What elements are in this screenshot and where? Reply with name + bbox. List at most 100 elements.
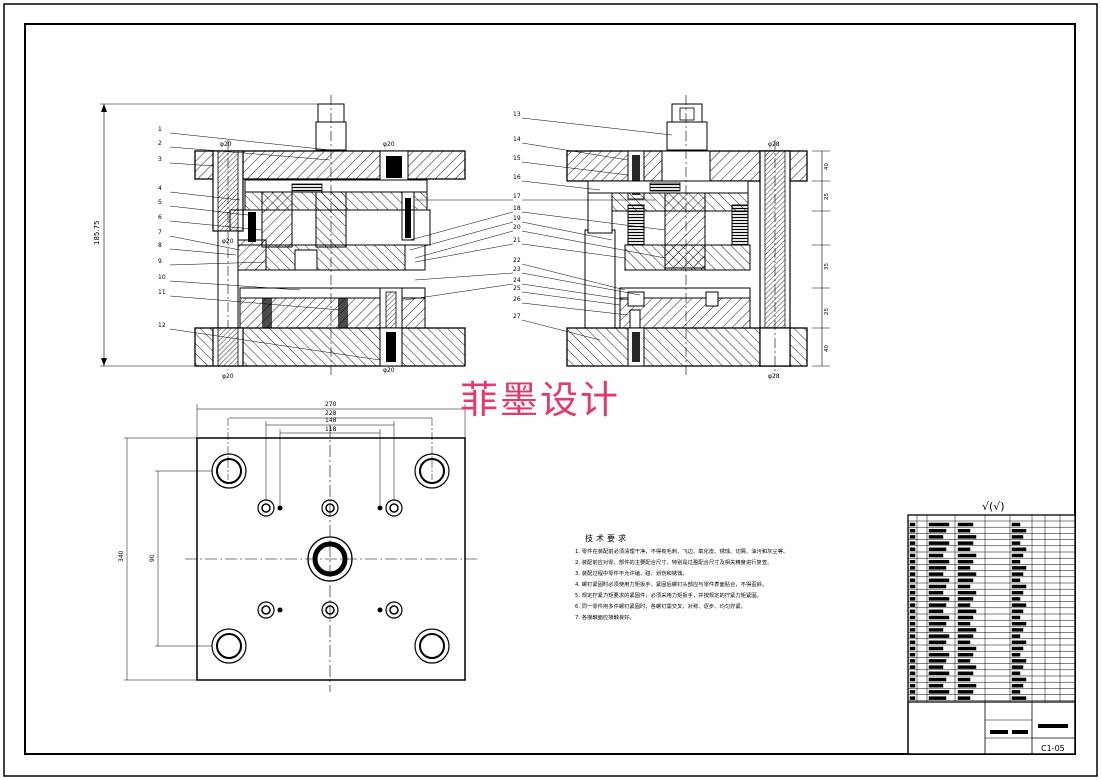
- parts-cell-mark: [928, 572, 944, 576]
- parts-cell-mark: [928, 553, 944, 558]
- parts-index-mark: [909, 690, 916, 694]
- cross-leader: [404, 283, 514, 301]
- balloon-leader: [521, 272, 641, 296]
- balloon-label: 8: [158, 242, 162, 249]
- balloon-leader: [169, 295, 341, 311]
- right-dim-4: 25: [824, 308, 830, 315]
- plan-width-3: 148: [325, 417, 337, 424]
- parts-cell-mark: [1011, 696, 1027, 700]
- parts-cell-mark: [1011, 522, 1021, 527]
- parts-index-mark: [909, 559, 916, 564]
- parts-cell-mark: [1011, 634, 1021, 638]
- parts-cell-mark: [928, 646, 944, 651]
- parts-cell-mark: [957, 640, 971, 645]
- parts-cell-mark: [957, 553, 977, 558]
- balloon-leader: [521, 211, 666, 231]
- parts-cell-mark: [957, 609, 977, 614]
- plan-view: 270 228 148 118 340 90: [118, 401, 478, 692]
- parts-cell-mark: [928, 578, 950, 583]
- parts-cell-mark: [957, 621, 971, 626]
- right-dim-3: 35: [824, 263, 830, 270]
- parts-index-mark: [909, 590, 916, 595]
- balloon-leader: [169, 146, 331, 161]
- parts-cell-mark: [1011, 671, 1021, 676]
- parts-index-mark: [909, 541, 916, 545]
- parts-cell-mark: [928, 559, 950, 564]
- balloon-leader: [521, 161, 629, 176]
- balloon-label: 16: [513, 174, 521, 181]
- parts-cell-mark: [957, 646, 977, 651]
- parts-index-mark: [909, 584, 916, 589]
- parts-cell-mark: [957, 683, 977, 688]
- balloon-label: 13: [513, 111, 521, 118]
- balloon-label: 17: [513, 193, 521, 200]
- parts-index-mark: [909, 677, 916, 682]
- parts-cell-mark: [1011, 584, 1027, 589]
- plan-height-2: 90: [149, 554, 156, 562]
- balloon-leader: [169, 280, 301, 291]
- notes-title: 技术要求: [585, 533, 629, 543]
- parts-cell-mark: [928, 652, 950, 657]
- parts-index-mark: [909, 572, 916, 576]
- right-section-view: 40 25 35 25 40 φ28 φ28: [566, 95, 830, 380]
- balloon-label: 15: [513, 155, 521, 162]
- balloon-leader: [521, 291, 621, 306]
- parts-cell-mark: [928, 696, 947, 700]
- parts-cell-mark: [928, 683, 944, 688]
- balloon-label: 12: [158, 322, 166, 329]
- parts-cell-mark: [957, 572, 977, 576]
- parts-index-mark: [909, 683, 916, 688]
- parts-cell-mark: [928, 634, 950, 638]
- parts-cell-mark: [928, 584, 947, 589]
- plan-width-4: 118: [325, 426, 337, 433]
- balloon-label: 10: [158, 274, 166, 281]
- parts-cell-mark: [928, 665, 944, 669]
- parts-cell-mark: [928, 628, 944, 632]
- parts-cell-mark: [1011, 621, 1027, 626]
- parts-cell-mark: [1011, 572, 1024, 576]
- parts-index-mark: [909, 634, 916, 638]
- balloon-label: 3: [158, 156, 162, 163]
- parts-cell-mark: [928, 528, 947, 533]
- parts-index-mark: [909, 578, 916, 583]
- parts-cell-mark: [928, 522, 950, 527]
- parts-index-mark: [909, 652, 916, 657]
- parts-index-mark: [909, 553, 916, 558]
- inner-border: [24, 23, 1076, 755]
- parts-index-mark: [909, 603, 916, 607]
- parts-index-mark: [909, 646, 916, 651]
- balloon-leader: [521, 142, 629, 161]
- parts-cell-mark: [928, 597, 950, 601]
- balloon-label: 24: [513, 277, 521, 284]
- parts-cell-mark: [928, 621, 947, 626]
- parts-cell-mark: [1011, 640, 1027, 645]
- bore-right-top: φ28: [768, 141, 780, 148]
- parts-index-mark: [909, 566, 916, 570]
- parts-cell-mark: [1011, 528, 1027, 533]
- parts-cell-mark: [928, 547, 947, 552]
- parts-cell-mark: [928, 566, 947, 570]
- roughness-symbol: √(√): [982, 500, 1005, 513]
- parts-cell-mark: [957, 522, 974, 527]
- drawing-code: C1-05: [1041, 744, 1065, 753]
- plan-width-2: 228: [325, 410, 337, 417]
- cross-leader: [409, 211, 514, 241]
- parts-cell-mark: [1011, 665, 1024, 669]
- balloon-label: 20: [513, 224, 521, 231]
- balloon-leader: [169, 235, 241, 251]
- technical-notes: 技术要求 1. 零件在装配前必须清理干净，不得有毛刺、飞边、氧化皮、锈蚀、切屑、…: [575, 533, 788, 621]
- parts-index-mark: [909, 547, 916, 552]
- parts-cell-mark: [957, 590, 977, 595]
- balloon-label: 18: [513, 205, 521, 212]
- balloon-leader: [521, 221, 613, 241]
- parts-cell-mark: [928, 640, 947, 645]
- parts-cell-mark: [957, 578, 974, 583]
- plan-height-1: 340: [118, 550, 125, 562]
- parts-cell-mark: [1011, 541, 1021, 545]
- parts-cell-mark: [957, 677, 971, 682]
- parts-cell-mark: [928, 541, 950, 545]
- parts-cell-mark: [928, 677, 947, 682]
- parts-cell-mark: [957, 652, 974, 657]
- balloon-label: 27: [513, 313, 521, 320]
